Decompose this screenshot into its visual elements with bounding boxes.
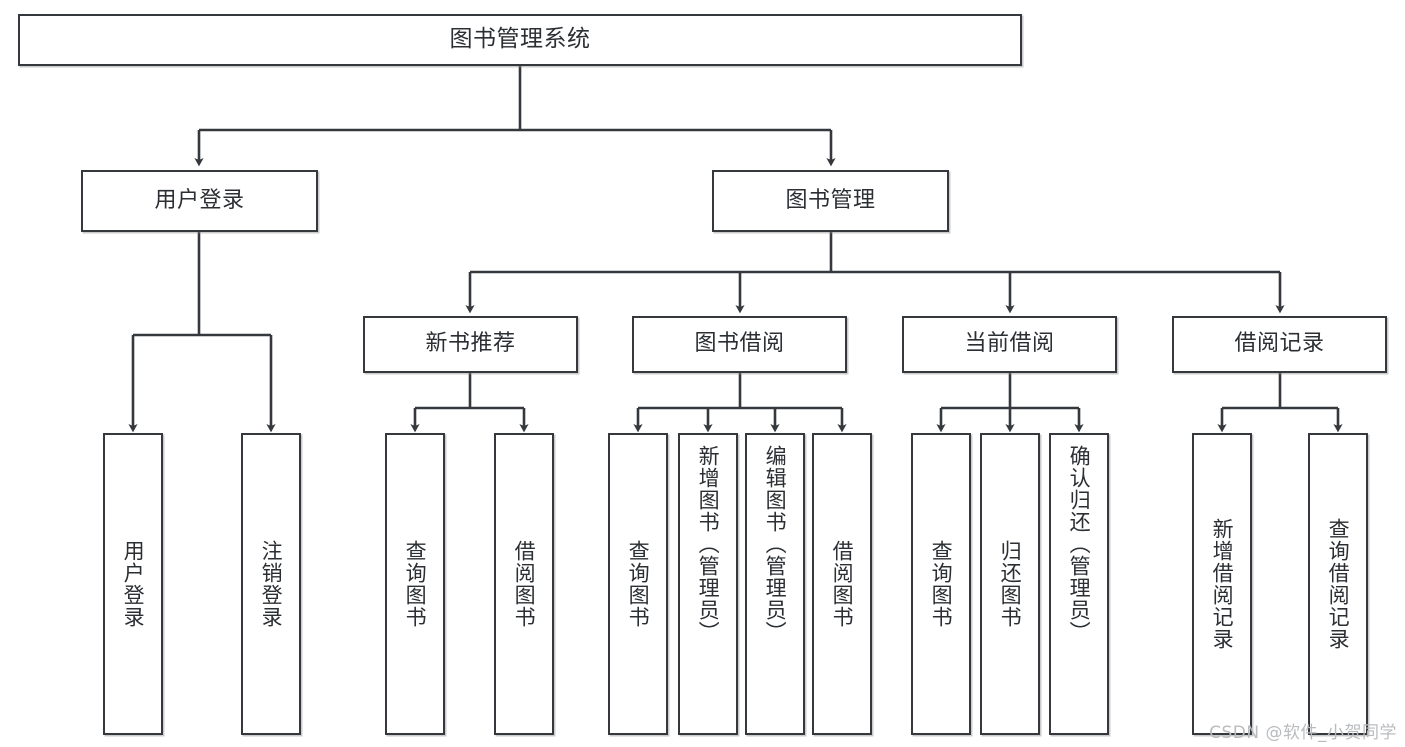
node-root-system[interactable]: 图书管理系统 [18, 14, 1022, 66]
leaf-borrow-add-book[interactable]: 新增图书（管理员） [678, 433, 738, 735]
leaf-borrow-query-book[interactable]: 查询图书 [608, 433, 668, 735]
node-label: 归还图书 [998, 540, 1023, 628]
node-new-book-recommend[interactable]: 新书推荐 [363, 316, 578, 373]
node-current-borrow[interactable]: 当前借阅 [902, 316, 1117, 373]
node-label: 图书管理 [785, 187, 876, 213]
node-borrow-record[interactable]: 借阅记录 [1172, 316, 1387, 373]
leaf-user-login-login[interactable]: 用户登录 [103, 433, 163, 735]
node-label: 编辑图书（管理员） [763, 445, 788, 643]
node-label: 借阅记录 [1234, 331, 1325, 357]
watermark-text: CSDN @软件_小贺同学 [1209, 723, 1397, 743]
node-label: 图书借阅 [694, 331, 785, 357]
node-label: 查询图书 [929, 540, 954, 628]
node-label: 新增借阅记录 [1210, 518, 1235, 650]
leaf-user-login-logout[interactable]: 注销登录 [241, 433, 301, 735]
node-label: 新增图书（管理员） [696, 445, 721, 643]
node-label: 图书管理系统 [449, 26, 591, 53]
leaf-current-return-book[interactable]: 归还图书 [980, 433, 1040, 735]
node-label: 新书推荐 [425, 331, 516, 357]
node-book-borrow[interactable]: 图书借阅 [632, 316, 847, 373]
node-book-management[interactable]: 图书管理 [712, 170, 949, 232]
leaf-current-query-book[interactable]: 查询图书 [911, 433, 971, 735]
leaf-borrow-edit-book[interactable]: 编辑图书（管理员） [745, 433, 805, 735]
node-label: 借阅图书 [512, 540, 537, 628]
leaf-current-confirm-return[interactable]: 确认归还（管理员） [1049, 433, 1109, 735]
leaf-new-book-query[interactable]: 查询图书 [385, 433, 445, 735]
leaf-record-add[interactable]: 新增借阅记录 [1192, 433, 1252, 735]
node-label: 查询借阅记录 [1326, 518, 1351, 650]
leaf-record-query[interactable]: 查询借阅记录 [1308, 433, 1368, 735]
leaf-new-book-borrow[interactable]: 借阅图书 [494, 433, 554, 735]
node-label: 借阅图书 [830, 540, 855, 628]
node-label: 当前借阅 [964, 331, 1055, 357]
node-label: 查询图书 [403, 540, 428, 628]
node-label: 用户登录 [121, 540, 146, 628]
node-label: 用户登录 [154, 187, 245, 213]
node-user-login[interactable]: 用户登录 [81, 170, 318, 232]
node-label: 查询图书 [626, 540, 651, 628]
node-label: 注销登录 [259, 540, 284, 628]
node-label: 确认归还（管理员） [1067, 445, 1092, 643]
leaf-borrow-borrow-book[interactable]: 借阅图书 [812, 433, 872, 735]
